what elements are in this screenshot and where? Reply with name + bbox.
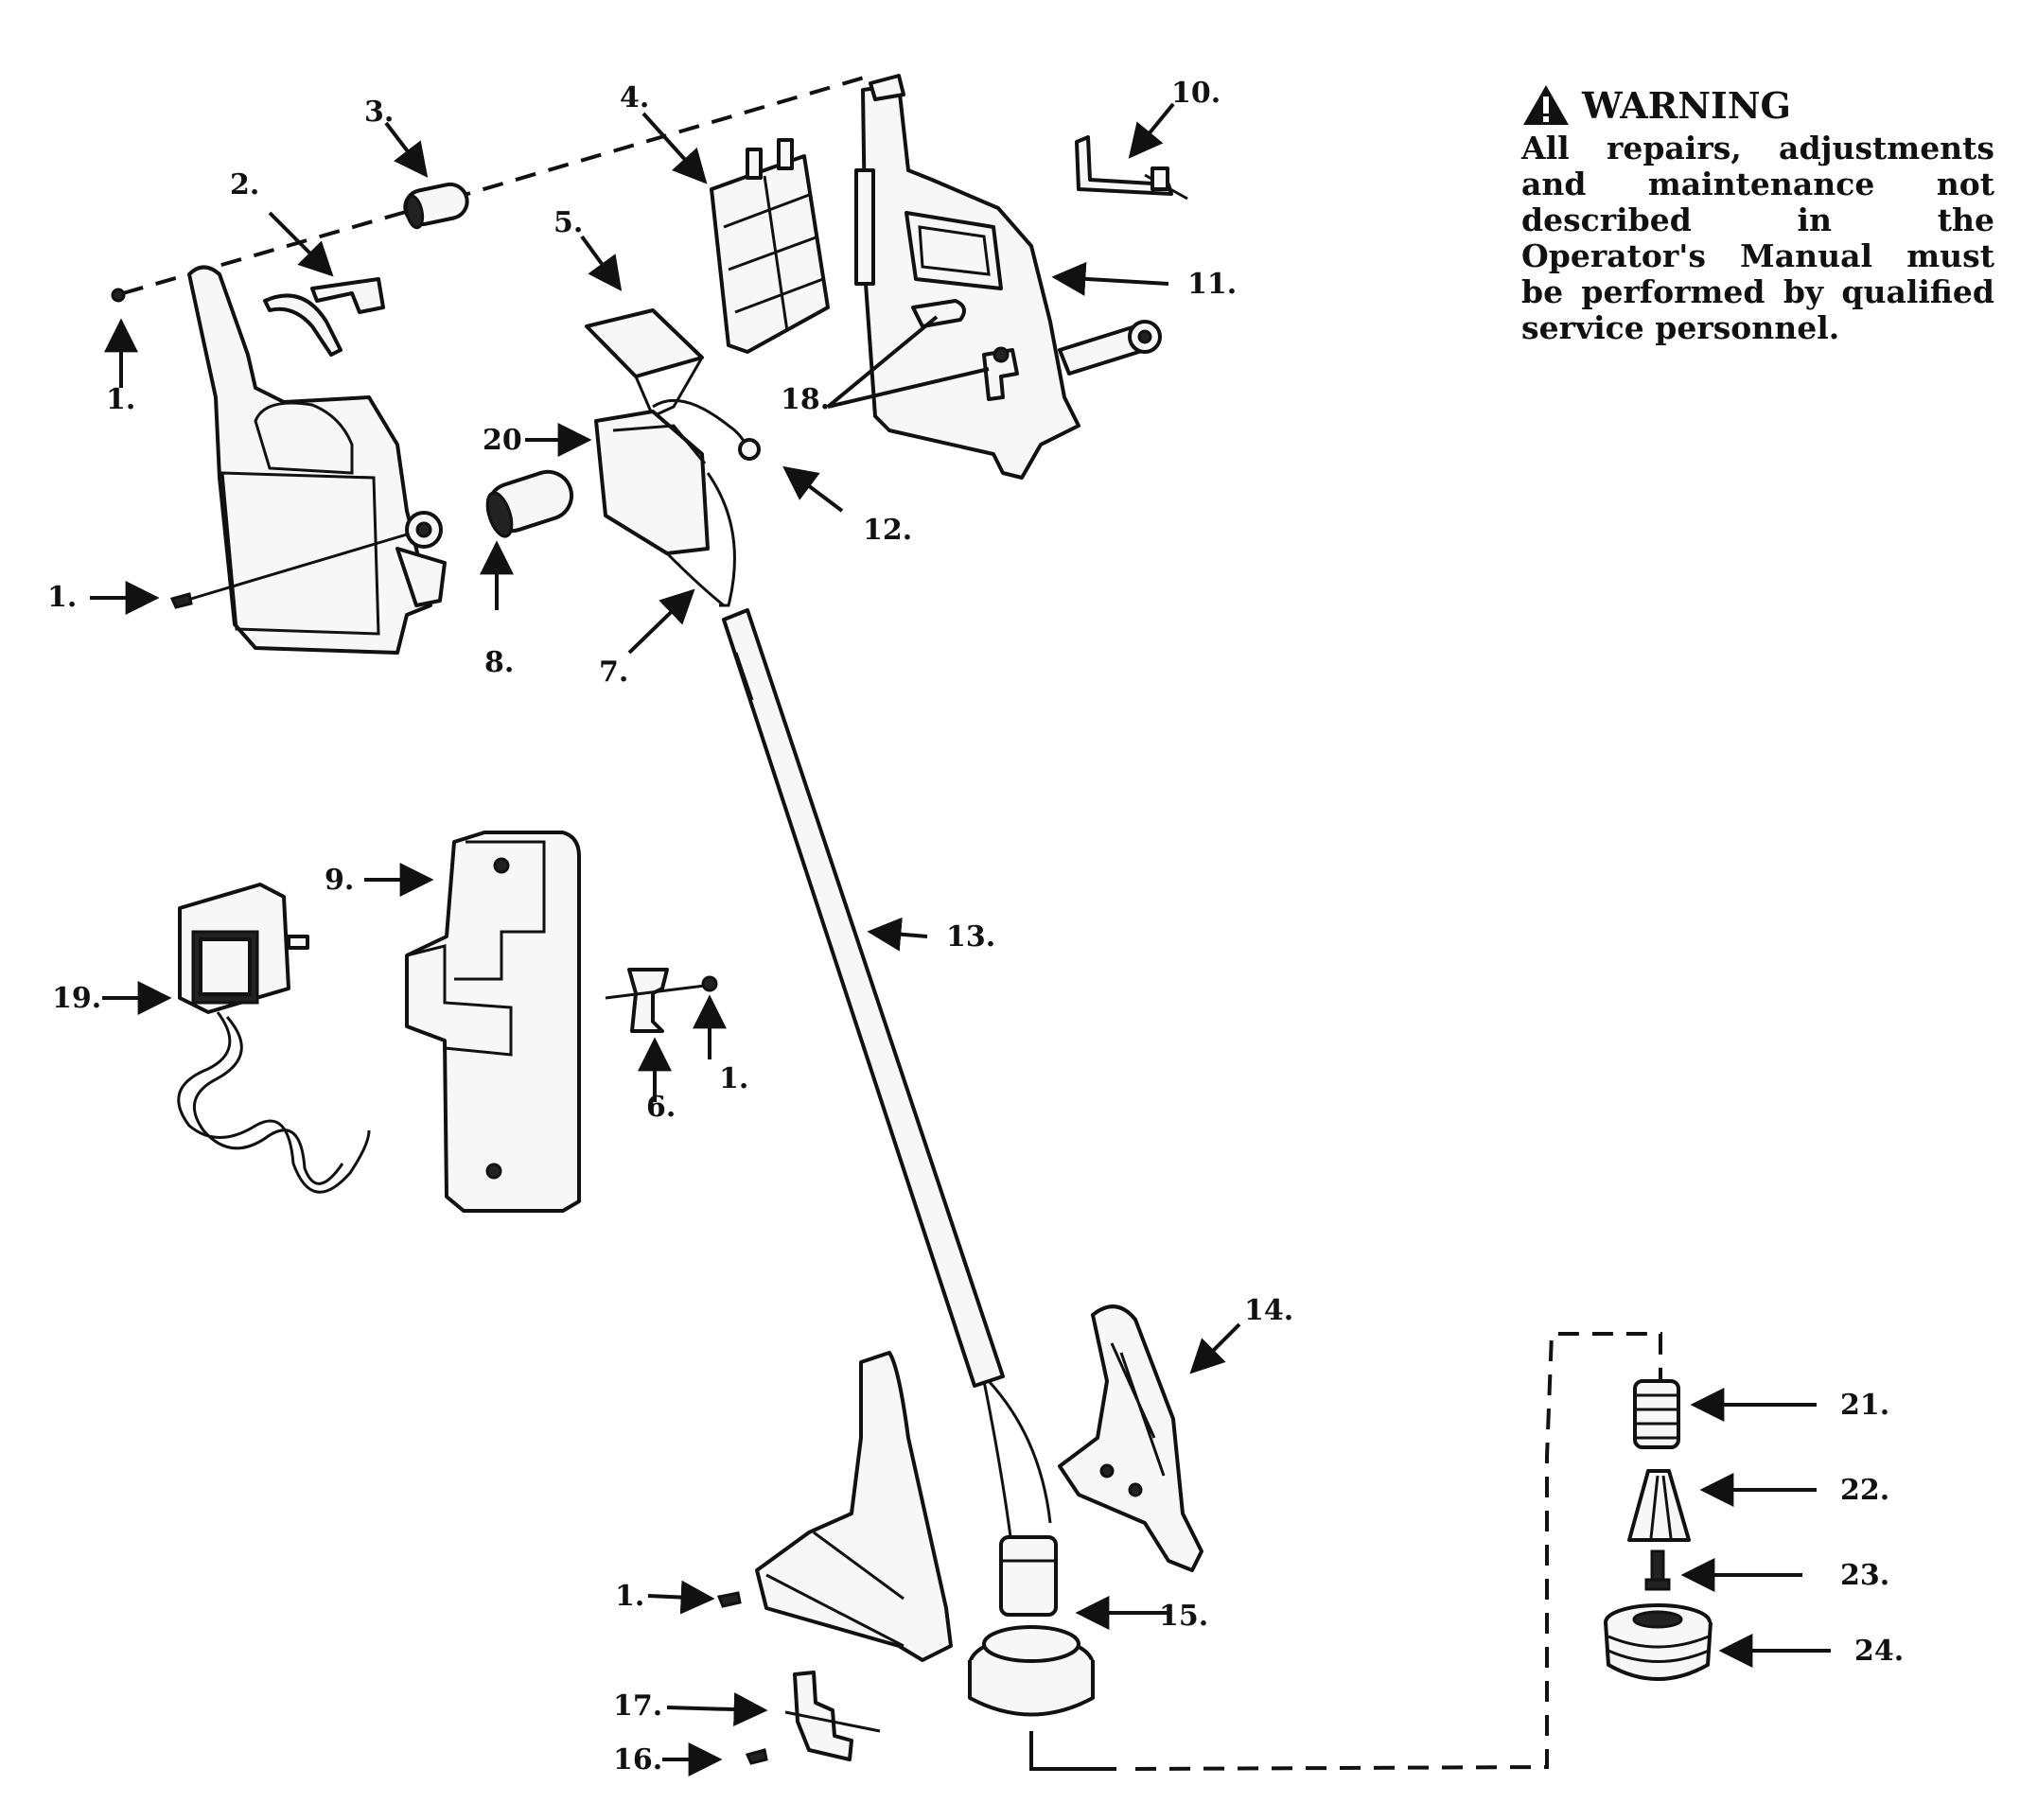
label-4: 4. [620, 81, 649, 114]
leader-arrows [90, 102, 1831, 1776]
left-handle-housing [187, 265, 447, 655]
spool-part-24 [1604, 1603, 1713, 1681]
guard-part-14 [1058, 1304, 1203, 1572]
label-21: 21. [1840, 1389, 1889, 1422]
label-1c: 1. [719, 1062, 748, 1095]
label-8: 8. [484, 646, 514, 679]
switch-box-part-20 [594, 398, 761, 607]
spring-part-21 [1633, 1379, 1680, 1449]
label-3: 3. [364, 96, 394, 129]
label-19: 19. [52, 982, 101, 1015]
deflector-guard [716, 1351, 953, 1662]
wall-mount-part-9 [405, 831, 581, 1213]
screw-1a [111, 288, 126, 303]
label-9: 9. [325, 864, 354, 897]
label-14: 14. [1244, 1294, 1293, 1327]
bushing-part-3 [403, 182, 469, 230]
warning-heading: WARNING [1521, 83, 1994, 127]
label-6: 6. [646, 1091, 676, 1124]
label-1b: 1. [47, 581, 77, 614]
label-17: 17. [613, 1689, 662, 1723]
shaft-part-13 [722, 608, 1005, 1388]
label-16: 16. [613, 1743, 662, 1776]
motor-part-15 [968, 1379, 1095, 1717]
grip-sleeve-part-8 [485, 469, 574, 538]
screw-part-16 [745, 1748, 768, 1765]
latch-parts-18 [911, 299, 1019, 401]
label-11: 11. [1187, 268, 1237, 301]
label-15: 15. [1159, 1600, 1208, 1633]
clip-part-17 [784, 1671, 881, 1761]
label-1d: 1. [615, 1580, 644, 1613]
warning-title: WARNING [1582, 83, 1792, 127]
label-12: 12. [863, 514, 912, 547]
label-13: 13. [946, 920, 995, 954]
bracket-part-6 [605, 968, 718, 1033]
warning-text: All repairs, adjustments and maintenance… [1521, 130, 1994, 346]
label-24: 24. [1854, 1635, 1904, 1668]
label-18: 18. [781, 383, 830, 416]
label-2: 2. [230, 168, 259, 201]
warning-notice: WARNING All repairs, adjustments and mai… [1521, 83, 1994, 346]
warning-triangle-icon [1523, 85, 1569, 125]
label-23: 23. [1840, 1559, 1889, 1592]
trigger-part-2 [263, 277, 385, 357]
label-5: 5. [553, 206, 583, 239]
right-handle-housing-part-11 [854, 74, 1162, 480]
clip-part-10 [1075, 135, 1188, 201]
battery-pack-part-4 [710, 138, 830, 354]
label-7: 7. [599, 656, 628, 689]
label-10: 10. [1171, 77, 1221, 110]
bolt-part-23 [1644, 1549, 1671, 1591]
label-1a: 1. [106, 383, 135, 416]
cone-part-22 [1627, 1469, 1691, 1542]
screw-1b [169, 533, 408, 609]
charger-part-19 [177, 883, 371, 1194]
label-20: 20 [483, 424, 522, 457]
label-22: 22. [1840, 1474, 1889, 1507]
switch-part-5 [585, 308, 704, 418]
